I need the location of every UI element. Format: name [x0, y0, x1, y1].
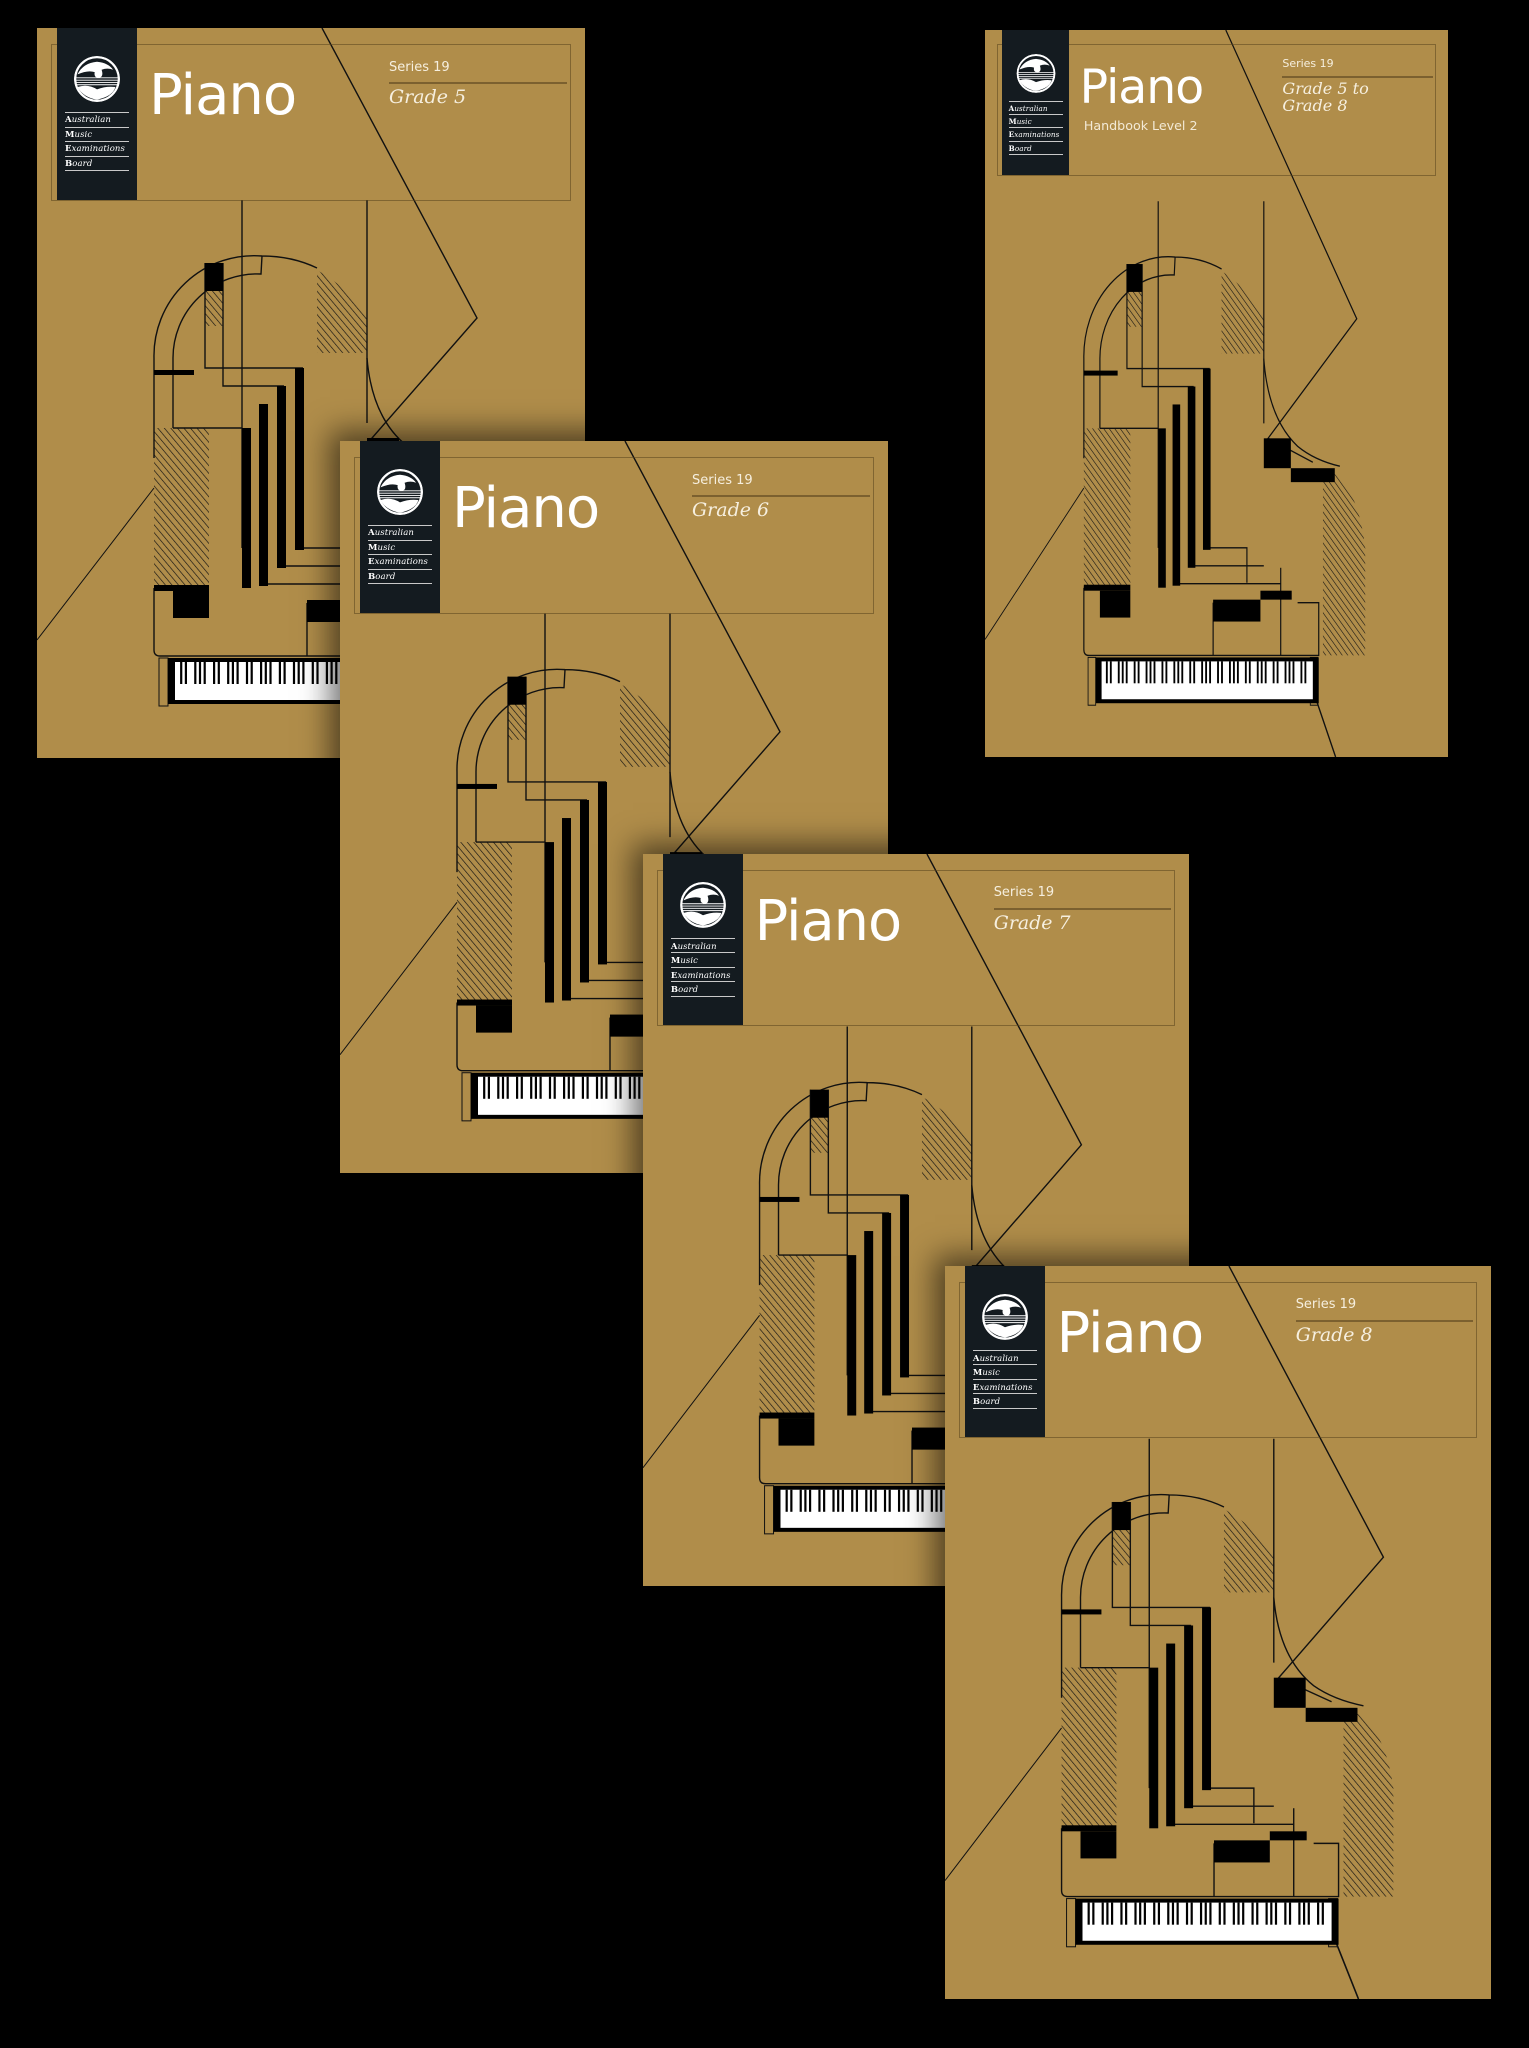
publisher-line: Music [670, 952, 735, 966]
grade-label: Grade 5 to Grade 8 [1282, 78, 1369, 115]
series-label: Series 19 [692, 473, 753, 488]
grade-label: Grade 8 [1295, 1323, 1373, 1346]
title-frame [354, 457, 874, 614]
publisher-line: Examinations [1008, 127, 1063, 140]
ameb-emblem-icon [981, 1293, 1028, 1340]
series-label: Series 19 [993, 884, 1055, 900]
series-divider [692, 495, 870, 497]
title-frame [996, 43, 1437, 177]
book-title: Piano [452, 476, 600, 541]
ameb-emblem-icon [74, 56, 120, 102]
series-divider [1295, 1319, 1474, 1322]
publisher-line: Australian [368, 525, 432, 540]
publisher-line: Board [670, 981, 735, 997]
publisher-line: Examinations [65, 141, 129, 156]
publisher-line: Examinations [670, 966, 735, 981]
grade-label: Grade 7 [993, 911, 1071, 934]
grand-piano-illustration [985, 30, 1366, 757]
ameb-emblem-icon [679, 881, 726, 928]
series-divider [389, 82, 567, 84]
book-title: Piano [1056, 1300, 1205, 1366]
book-title: Piano [1079, 59, 1205, 115]
publisher-line: Australian [972, 1349, 1037, 1364]
series-label: Series 19 [389, 60, 450, 75]
title-frame [656, 869, 1176, 1027]
title-frame [51, 44, 571, 201]
publisher-line: Music [972, 1364, 1037, 1378]
title-frame [958, 1281, 1478, 1439]
book-title: Piano [149, 63, 297, 128]
publisher-line: Board [972, 1393, 1037, 1409]
publisher-line: Board [65, 155, 129, 171]
grade-label: Grade 6 [692, 499, 770, 521]
publisher-line: Music [1008, 114, 1063, 127]
series-divider [1282, 75, 1433, 78]
publisher-line: Examinations [972, 1378, 1037, 1393]
publisher-line: Board [1008, 140, 1063, 155]
publisher-line: Australian [65, 112, 129, 127]
grade-label: Grade 5 [389, 86, 467, 108]
publisher-line: Australian [1008, 100, 1063, 114]
publisher-line: Music [368, 539, 432, 555]
series-divider [993, 907, 1172, 910]
publisher-line: Examinations [368, 554, 432, 569]
series-label: Series 19 [1282, 56, 1334, 70]
book-subtitle: Handbook Level 2 [1083, 118, 1198, 134]
publisher-line: Australian [670, 937, 735, 952]
publisher-line: Music [65, 126, 129, 142]
publisher-line: Board [368, 568, 432, 584]
grand-piano-illustration [945, 1266, 1394, 1999]
ameb-emblem-icon [1016, 53, 1056, 93]
ameb-emblem-icon [377, 469, 423, 515]
series-label: Series 19 [1295, 1296, 1357, 1312]
book-title: Piano [754, 888, 903, 954]
